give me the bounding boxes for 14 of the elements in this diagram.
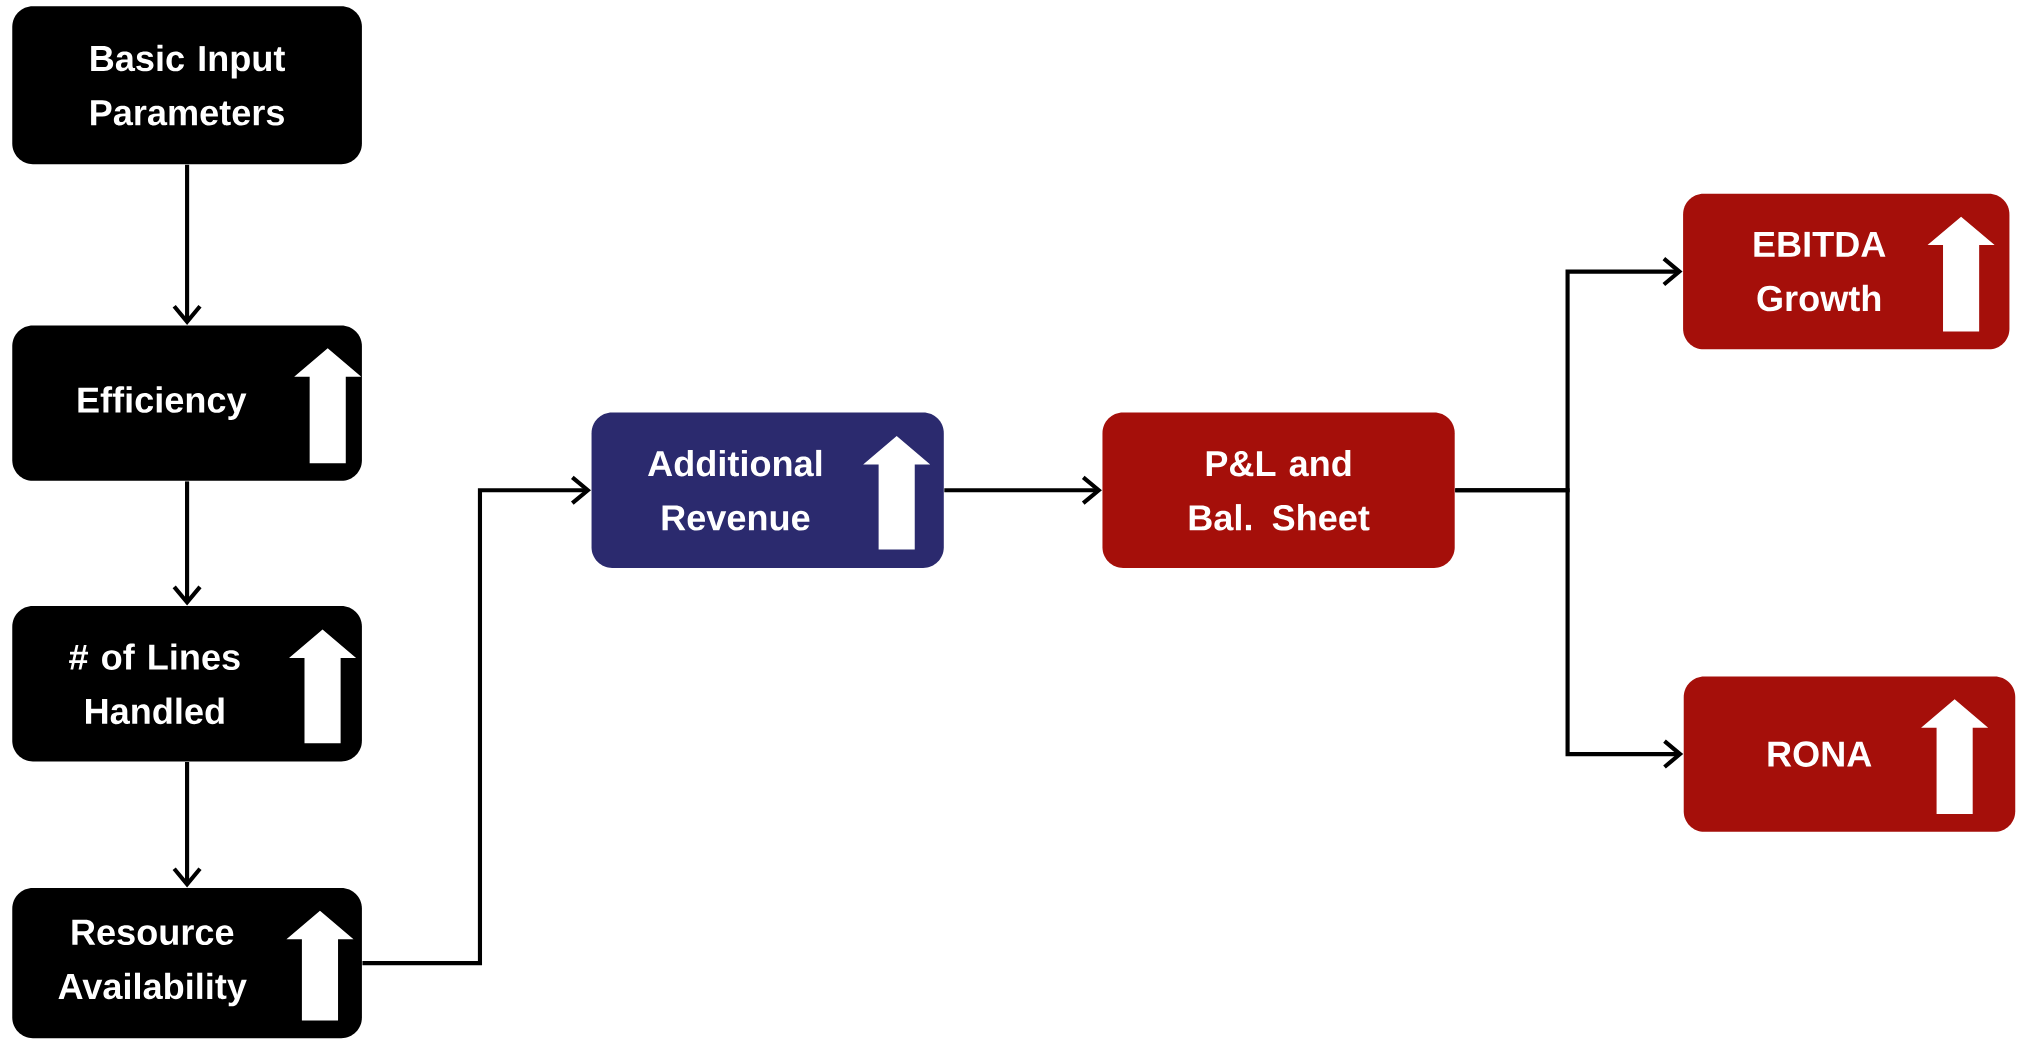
process-box: RONA	[1683, 676, 2016, 832]
arrow	[1455, 487, 1684, 769]
process-box: EBITDA Growth	[1683, 193, 2010, 350]
process-box: Basic Input Parameters	[12, 5, 362, 164]
process-box: Resource Availability	[12, 887, 362, 1038]
process-box: P&L and Bal. Sheet	[1102, 412, 1455, 568]
arrow	[362, 475, 592, 965]
arrow	[172, 164, 202, 325]
process-box: # of Lines Handled	[12, 605, 362, 762]
arrow	[172, 761, 202, 888]
process-box: Additional Revenue	[591, 412, 944, 568]
arrow	[172, 481, 202, 606]
process-box: Efficiency	[12, 325, 362, 481]
arrow	[944, 475, 1102, 505]
